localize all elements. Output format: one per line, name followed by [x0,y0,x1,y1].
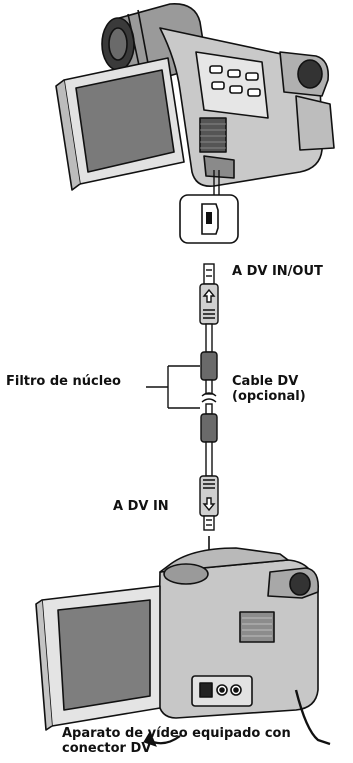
label-dv-in: A DV IN [113,499,169,514]
label-dv-cable-line2: (opcional) [232,389,306,404]
dv-cable [200,264,218,530]
core-filter-bracket [146,366,200,408]
caption-line2: conector DV [62,741,291,756]
recorder-camcorder [36,548,330,744]
label-dv-cable: Cable DV (opcional) [232,374,306,404]
source-camcorder [56,4,334,190]
label-dv-cable-line1: Cable DV [232,374,306,389]
label-core-filter: Filtro de núcleo [6,374,121,389]
figure-caption: Aparato de vídeo equipado con conector D… [62,726,291,756]
caption-line1: Aparato de vídeo equipado con [62,726,291,741]
label-dv-in-out: A DV IN/OUT [232,264,323,279]
